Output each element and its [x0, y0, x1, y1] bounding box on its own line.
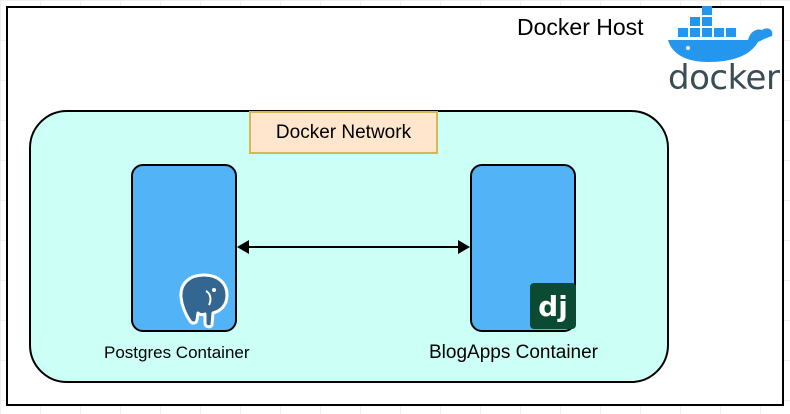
docker-host-title: Docker Host: [517, 14, 644, 40]
postgresql-elephant-icon: [179, 273, 229, 329]
django-icon-text: dj: [538, 289, 568, 323]
django-icon: dj: [530, 283, 576, 329]
postgres-container-label: Postgres Container: [104, 343, 250, 362]
docker-whale-icon: [668, 6, 773, 62]
docker-network-label-text: Docker Network: [275, 121, 412, 143]
docker-logo-text: docker: [668, 58, 780, 98]
docker-network-label: Docker Network: [249, 111, 438, 154]
blogapps-container-label: BlogApps Container: [429, 342, 598, 363]
